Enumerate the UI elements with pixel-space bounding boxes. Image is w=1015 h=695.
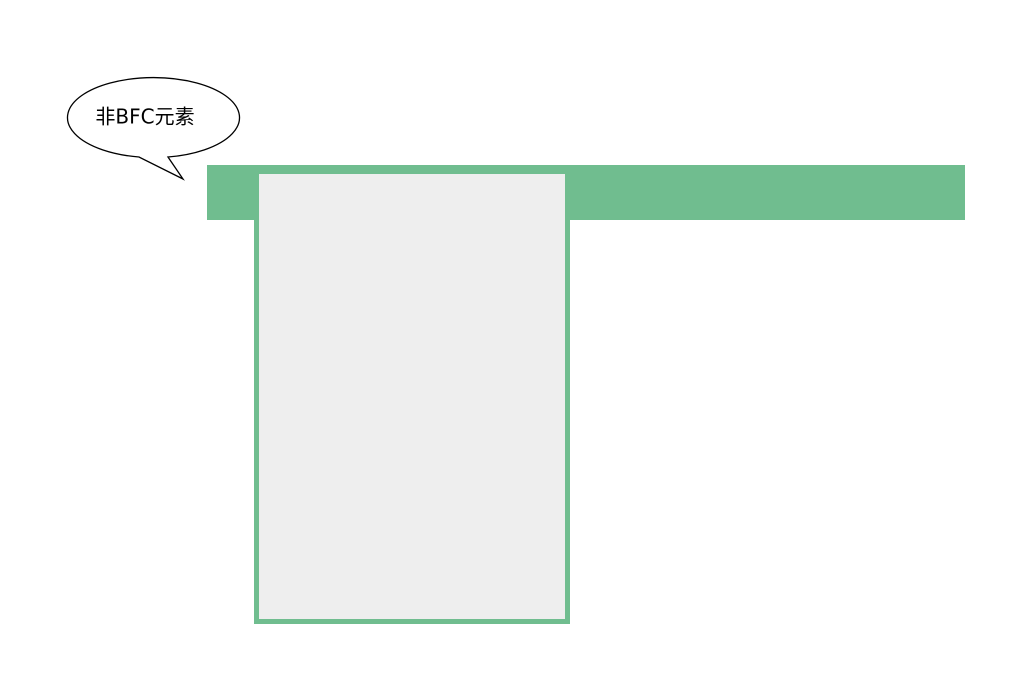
speech-bubble-callout: 非BFC元素: [66, 76, 241, 181]
floated-box: [254, 169, 570, 624]
callout-label: 非BFC元素: [95, 105, 194, 129]
speech-bubble-shape: [66, 76, 241, 181]
